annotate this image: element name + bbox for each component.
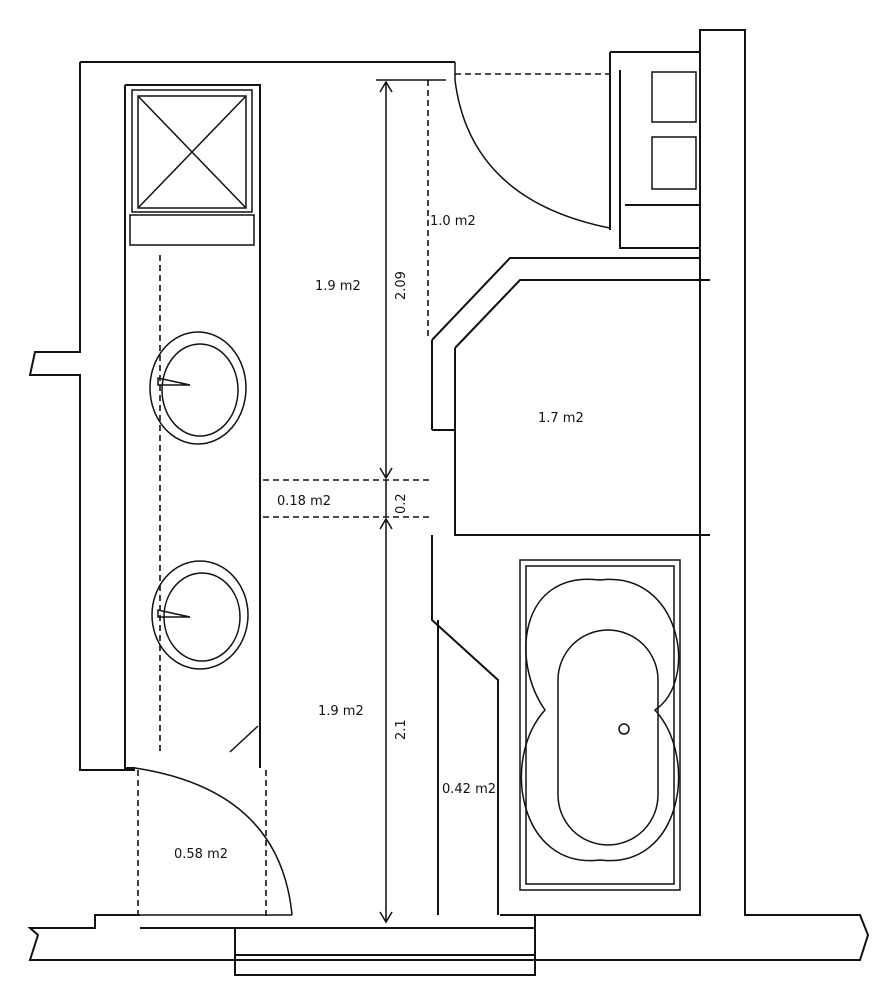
cabinet (651, 71, 697, 123)
area-label: 1.7 m2 (538, 411, 584, 426)
area-label: 0.18 m2 (277, 494, 331, 509)
area-label: 1.9 m2 (315, 279, 361, 294)
dimension-label: 2.1 (394, 719, 409, 740)
dimension-label: 0.2 (394, 493, 409, 514)
area-label: 1.9 m2 (318, 704, 364, 719)
dimension-lines (376, 79, 446, 924)
dimension-label: 2.09 (394, 271, 409, 300)
door-swing (134, 767, 293, 916)
walls (27, 29, 870, 976)
shower-tray (129, 89, 255, 246)
sink (151, 560, 249, 670)
area-label: 0.58 m2 (174, 847, 228, 862)
sink (149, 331, 247, 445)
area-label: 0.42 m2 (442, 782, 496, 797)
area-label: 1.0 m2 (430, 214, 476, 229)
cabinet (651, 136, 697, 190)
bathtub (519, 559, 681, 891)
zone-lines (137, 73, 610, 918)
door-swing (454, 62, 611, 229)
